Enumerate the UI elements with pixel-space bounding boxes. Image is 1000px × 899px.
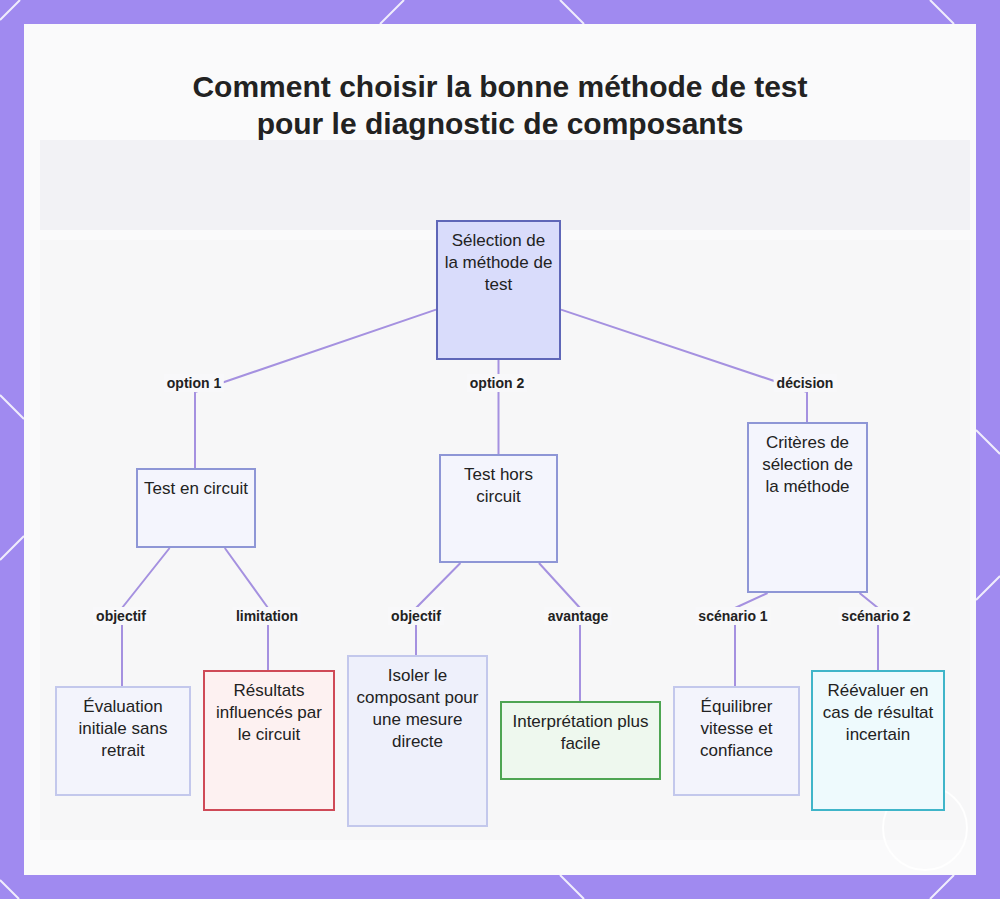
node-text: Test hors circuit xyxy=(447,464,550,508)
scenario-box: Équilibrer vitesse et confiance xyxy=(673,686,800,796)
node-text: Isoler le composant pour une mesure dire… xyxy=(355,665,480,753)
decision-box: Critères de sélection de la méthode xyxy=(747,422,868,593)
connector-line xyxy=(860,593,878,670)
edge-label: décision xyxy=(774,374,837,392)
page-background xyxy=(24,24,976,875)
limitation-box: Résultats influencés par le circuit xyxy=(203,670,335,811)
connector-line xyxy=(539,563,580,701)
node-text: Sélection de la méthode de test xyxy=(444,230,553,296)
node-text: Évaluation initiale sans retrait xyxy=(63,696,183,762)
node-text: Équilibrer vitesse et confiance xyxy=(681,696,792,762)
detail-box: Évaluation initiale sans retrait xyxy=(55,686,191,796)
edge-label: option 2 xyxy=(467,374,527,392)
method-box: Test hors circuit xyxy=(439,454,558,563)
connector-line xyxy=(561,310,807,422)
edge-label: scénario 2 xyxy=(838,607,913,625)
edge-label: objectif xyxy=(93,607,149,625)
node-text: Test en circuit xyxy=(144,478,248,500)
edge-label: limitation xyxy=(233,607,301,625)
connector-line xyxy=(195,310,436,468)
node-text: Réévaluer en cas de résultat incertain xyxy=(819,680,937,746)
root-box: Sélection de la méthode de test xyxy=(436,220,561,360)
advantage-box: Interprétation plus facile xyxy=(500,701,661,780)
method-box: Test en circuit xyxy=(136,468,256,548)
node-text: Critères de sélection de la méthode xyxy=(755,432,860,498)
node-text: Résultats influencés par le circuit xyxy=(211,680,327,746)
node-text: Interprétation plus facile xyxy=(508,711,653,755)
detail-box: Isoler le composant pour une mesure dire… xyxy=(347,655,488,827)
blurred-band xyxy=(40,140,970,230)
scenario-box: Réévaluer en cas de résultat incertain xyxy=(811,670,945,811)
diagram-title: Comment choisir la bonne méthode de test… xyxy=(185,68,815,142)
edge-label: avantage xyxy=(545,607,612,625)
edge-label: objectif xyxy=(388,607,444,625)
edge-label: scénario 1 xyxy=(695,607,770,625)
edge-label: option 1 xyxy=(164,374,224,392)
